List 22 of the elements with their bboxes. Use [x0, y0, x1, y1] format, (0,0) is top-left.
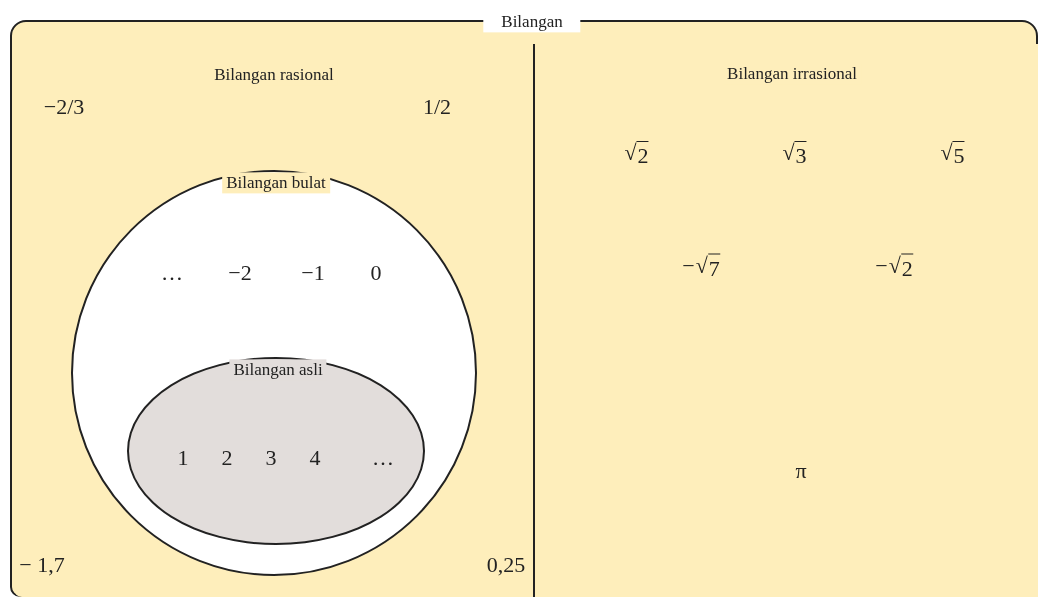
number: … — [161, 258, 183, 287]
number: −2 — [228, 258, 252, 287]
number: √2 — [623, 139, 649, 171]
number: 1/2 — [422, 92, 452, 121]
number: −2/3 — [43, 92, 85, 121]
number: 0 — [370, 258, 382, 287]
number: … — [372, 443, 394, 472]
number: π — [795, 456, 807, 485]
number: − 1,7 — [19, 550, 65, 579]
number: −√2 — [875, 251, 913, 282]
number: 1 — [177, 443, 189, 472]
set-label: Bilangan bulat — [222, 172, 330, 194]
set-label: Bilangan asli — [229, 359, 327, 381]
number: 2 — [221, 443, 233, 472]
number: −√7 — [682, 251, 720, 282]
set-region — [533, 44, 1038, 597]
number: −1 — [301, 258, 325, 287]
number: √3 — [781, 139, 807, 171]
number: √5 — [939, 139, 965, 171]
number: 0,25 — [486, 550, 526, 579]
number: 3 — [265, 443, 277, 472]
number: 4 — [309, 443, 321, 472]
